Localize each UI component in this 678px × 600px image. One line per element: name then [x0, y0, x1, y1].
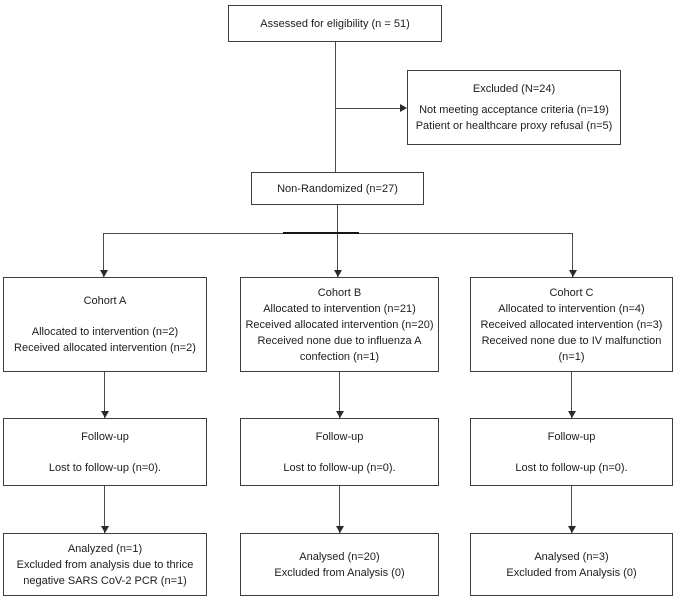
cohort-a-box: Cohort A Allocated to intervention (n=2)…: [3, 277, 207, 372]
connector-rail-to-cohort-a: [103, 233, 104, 277]
analyzed-line: negative SARS CoV-2 PCR (n=1): [23, 574, 187, 587]
assessed-label: Assessed for eligibility (n = 51): [260, 17, 410, 30]
cohort-line: Allocated to intervention (n=4): [498, 302, 645, 315]
nonrandomized-box: Non-Randomized (n=27): [251, 172, 424, 205]
analyzed-b-box: Analysed (n=20) Excluded from Analysis (…: [240, 533, 439, 596]
connector-followup-a-to-analyzed: [104, 486, 105, 533]
excluded-title: Excluded (N=24): [472, 83, 556, 95]
cohort-line: Received none due to IV malfunction: [481, 334, 662, 347]
arrowhead-down-followup-a-icon: [101, 411, 109, 418]
connector-cohort-b-to-followup: [339, 372, 340, 418]
connector-cohort-c-to-followup: [571, 372, 572, 418]
arrowhead-down-cohort-c-icon: [569, 270, 577, 277]
cohort-line: confection (n=1): [299, 350, 380, 363]
excluded-line: Not meeting acceptance criteria (n=19): [419, 104, 609, 116]
followup-title: Follow-up: [547, 430, 596, 443]
followup-b-box: Follow-up Lost to follow-up (n=0).: [240, 418, 439, 486]
excluded-line: Patient or healthcare proxy refusal (n=5…: [415, 120, 613, 132]
arrowhead-down-analyzed-b-icon: [336, 526, 344, 533]
cohort-line: (n=1): [558, 350, 585, 363]
followup-a-box: Follow-up Lost to follow-up (n=0).: [3, 418, 207, 486]
analyzed-line: Analyzed (n=1): [67, 542, 143, 555]
connector-followup-c-to-analyzed: [571, 486, 572, 533]
cohort-c-box: Cohort C Allocated to intervention (n=4)…: [470, 277, 673, 372]
arrowhead-down-followup-c-icon: [568, 411, 576, 418]
cohort-line: Allocated to intervention (n=2): [31, 326, 179, 338]
cohort-line: Received allocated intervention (n=3): [480, 318, 663, 331]
connector-rail-to-cohort-c: [572, 233, 573, 277]
cohort-title: Cohort A: [83, 295, 127, 307]
connector-followup-b-to-analyzed: [339, 486, 340, 533]
analyzed-line: Analysed (n=3): [534, 550, 609, 563]
assessed-eligibility-box: Assessed for eligibility (n = 51): [228, 5, 442, 42]
cohort-line: Received none due to influenza A: [257, 334, 422, 347]
analyzed-line: Excluded from Analysis (0): [274, 566, 405, 579]
excluded-box: Excluded (N=24) Not meeting acceptance c…: [407, 70, 621, 145]
analyzed-a-box: Analyzed (n=1) Excluded from analysis du…: [3, 533, 207, 596]
followup-line: Lost to follow-up (n=0).: [515, 461, 628, 474]
arrowhead-right-excluded-icon: [400, 104, 407, 112]
followup-c-box: Follow-up Lost to follow-up (n=0).: [470, 418, 673, 486]
connector-to-excluded: [336, 108, 400, 109]
analyzed-line: Excluded from Analysis (0): [506, 566, 637, 579]
analyzed-c-box: Analysed (n=3) Excluded from Analysis (0…: [470, 533, 673, 596]
cohort-line: Allocated to intervention (n=21): [263, 302, 416, 315]
arrowhead-down-cohort-a-icon: [100, 270, 108, 277]
cohort-line: Received allocated intervention (n=20): [245, 318, 434, 331]
arrowhead-down-analyzed-c-icon: [568, 526, 576, 533]
cohort-b-box: Cohort B Allocated to intervention (n=21…: [240, 277, 439, 372]
followup-title: Follow-up: [315, 430, 364, 443]
connector-cohort-a-to-followup: [104, 372, 105, 418]
followup-line: Lost to follow-up (n=0).: [283, 461, 396, 474]
followup-line: Lost to follow-up (n=0).: [48, 461, 162, 474]
connector-assessed-to-nonrandomized: [335, 42, 336, 172]
arrowhead-down-followup-b-icon: [336, 411, 344, 418]
followup-title: Follow-up: [81, 430, 129, 443]
analyzed-line: Analysed (n=20): [299, 550, 380, 563]
arrowhead-down-analyzed-a-icon: [101, 526, 109, 533]
cohort-title: Cohort C: [549, 286, 594, 299]
analyzed-line: Excluded from analysis due to thrice: [16, 558, 194, 571]
cohort-title: Cohort B: [317, 286, 362, 299]
connector-nonrandomized-to-cohort-b: [337, 205, 338, 277]
cohort-line: Received allocated intervention (n=2): [14, 342, 196, 354]
arrowhead-down-cohort-b-icon: [334, 270, 342, 277]
nonrandomized-label: Non-Randomized (n=27): [277, 182, 398, 195]
branch-rail-overlap-segment: [283, 232, 359, 234]
